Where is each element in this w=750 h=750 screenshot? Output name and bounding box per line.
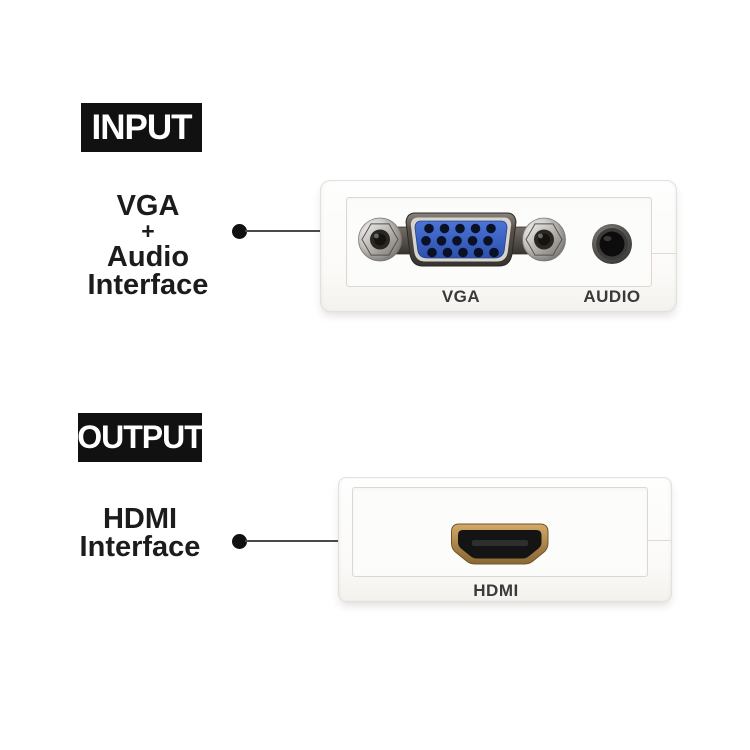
- vga-port-label: VGA: [441, 287, 481, 306]
- plus-sign: +: [141, 218, 155, 244]
- vga-audio-ports-graphic: [358, 212, 632, 267]
- converter-output-face: HDMI: [338, 477, 672, 602]
- hdmi-port-graphic: [451, 523, 549, 565]
- output-annotation-line: Interface: [79, 531, 201, 563]
- hdmi-port: [451, 523, 549, 565]
- audio-port-label: AUDIO: [583, 287, 641, 306]
- output-annotation-line: HDMI: [102, 503, 178, 535]
- input-leader-line: [245, 230, 362, 232]
- input-annotation-line: Audio: [106, 241, 190, 273]
- output-leader-dot: [232, 534, 247, 549]
- input-annotation-line: VGA: [116, 190, 180, 222]
- output-leader-line: [245, 540, 403, 542]
- input-tag-label: INPUT: [91, 107, 193, 147]
- output-face-seam: [647, 540, 671, 541]
- vga-port: [358, 212, 566, 267]
- audio-jack-port: [592, 224, 632, 264]
- output-annotation: HDMI Interface: [45, 503, 235, 563]
- output-tag: OUTPUT: [77, 413, 204, 462]
- input-leader-dot: [232, 224, 247, 239]
- output-tag-label: OUTPUT: [77, 419, 204, 455]
- input-tag: INPUT: [81, 103, 202, 152]
- vga-pin-holes: [421, 223, 499, 258]
- input-face-seam: [651, 253, 676, 254]
- converter-input-face: VGA AUDIO: [320, 180, 677, 312]
- input-annotation: VGA + Audio Interface: [53, 190, 243, 301]
- input-annotation-line: Interface: [87, 269, 209, 301]
- hdmi-port-label: HDMI: [473, 581, 519, 600]
